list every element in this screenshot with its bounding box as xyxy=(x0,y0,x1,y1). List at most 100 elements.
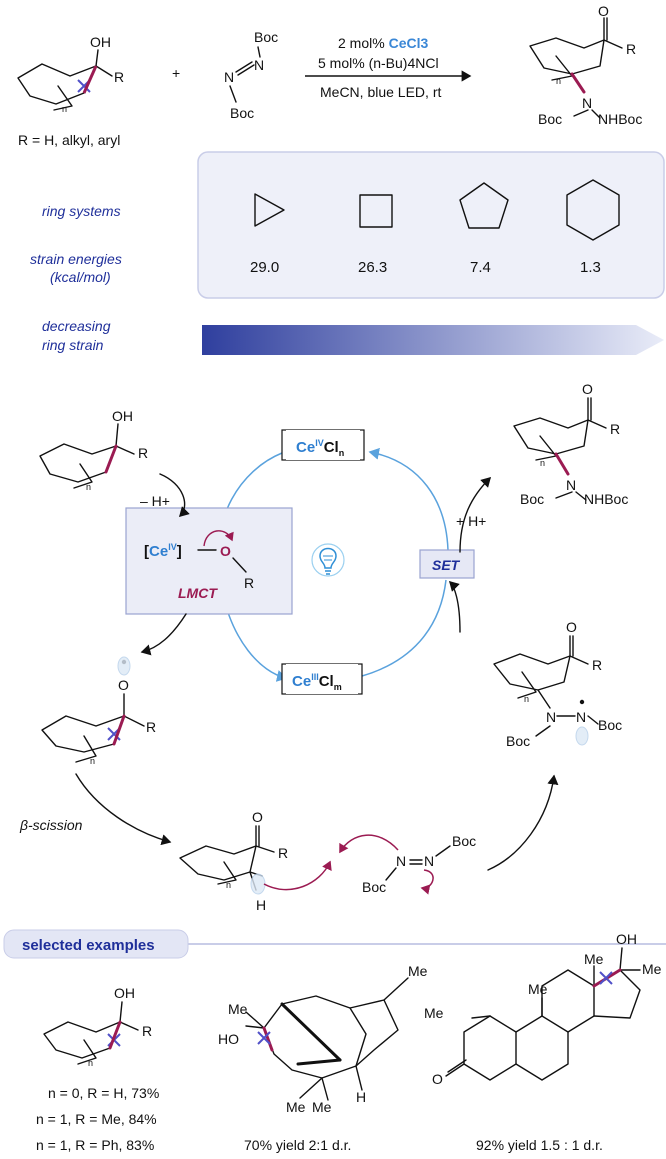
ce-iv-metal: Ce xyxy=(296,439,315,456)
n-label: n xyxy=(86,482,91,492)
me-label: Me xyxy=(528,981,548,997)
azo-reagent: Boc N N Boc xyxy=(362,833,476,895)
ce-iv-ligand: Cl xyxy=(324,439,339,456)
r-label: R xyxy=(610,421,620,437)
boc-label: Boc xyxy=(598,717,622,733)
n-label: n xyxy=(540,458,545,468)
boc-label: Boc xyxy=(520,491,544,507)
cyclopropane-icon xyxy=(254,193,285,227)
n-atom: N xyxy=(424,853,434,869)
nhboc-label: NHBoc xyxy=(598,111,642,127)
n-label: n xyxy=(90,756,95,766)
oh-label: OH xyxy=(112,408,133,424)
boc-label: Boc xyxy=(506,733,530,749)
lmct-metal: Ce xyxy=(149,543,168,560)
substrate-scope-label: R = H, alkyl, aryl xyxy=(18,132,120,148)
ce-iv-subscript: n xyxy=(339,448,345,458)
r-label: R xyxy=(138,445,148,461)
svg-text:CeIIIClm: CeIIIClm xyxy=(292,672,342,692)
strain-value-cyclopropane: 29.0 xyxy=(250,259,279,276)
set-label: SET xyxy=(432,557,461,573)
strain-value-cyclopentane: 7.4 xyxy=(470,259,491,276)
oh-label: OH xyxy=(114,985,135,1001)
n-atom: N xyxy=(254,57,264,73)
oh-label: OH xyxy=(616,931,637,947)
o-label: O xyxy=(432,1071,443,1087)
set-box xyxy=(419,549,475,579)
lmct-oxidation: IV xyxy=(168,542,177,552)
cyclohexane-icon xyxy=(566,179,620,241)
example-1-result-3: n = 1, R = Ph, 83% xyxy=(36,1137,154,1153)
ce-iv-oxidation: IV xyxy=(315,438,324,448)
o-label: O xyxy=(582,381,593,397)
plus-sign: + xyxy=(172,65,180,81)
ho-label: HO xyxy=(218,1031,239,1047)
svg-text:2 mol% CeCl3: 2 mol% CeCl3 xyxy=(338,35,428,51)
n-label: n xyxy=(556,76,561,86)
cycle-product: O R N Boc NHBoc n xyxy=(513,381,628,507)
cyclobutane-icon xyxy=(359,194,393,228)
me-label: Me xyxy=(312,1099,332,1115)
n-atom: N xyxy=(582,95,592,111)
example-1-structure: OH R n xyxy=(43,985,152,1068)
o-label: O xyxy=(252,809,263,825)
n-atom: N xyxy=(576,709,586,725)
light-bulb-icon xyxy=(311,543,345,577)
strain-value-cyclobutane: 26.3 xyxy=(358,259,387,276)
beta-scission-label: β-scission xyxy=(19,817,83,833)
o-label: O xyxy=(598,3,609,19)
h-label: H xyxy=(356,1089,366,1105)
example-2-structure: Me HO Me Me Me H xyxy=(218,963,428,1115)
r-label: R xyxy=(626,41,636,57)
r-label: R xyxy=(114,69,124,85)
minus-proton-label: – H+ xyxy=(140,493,170,509)
decreasing-strain-label: decreasing xyxy=(42,318,111,334)
strain-energy-label: strain energies xyxy=(30,251,122,267)
n-label: n xyxy=(88,1058,93,1068)
r-label: R xyxy=(146,719,156,735)
example-3-result: 92% yield 1.5 : 1 d.r. xyxy=(476,1137,603,1153)
solvent-conditions: MeCN, blue LED, rt xyxy=(320,84,441,100)
r-label: R xyxy=(278,845,288,861)
n-atom: N xyxy=(396,853,406,869)
o-label: O xyxy=(566,619,577,635)
svg-text:CeIVCln: CeIVCln xyxy=(296,438,344,458)
boc-label: Boc xyxy=(230,105,254,121)
ce-iii-metal: Ce xyxy=(292,673,311,690)
strain-energy-unit: (kcal/mol) xyxy=(50,269,111,285)
example-2-result: 70% yield 2:1 d.r. xyxy=(244,1137,351,1153)
lmct-r-label: R xyxy=(244,575,254,591)
additive-label: 5 mol% (n-Bu)4NCl xyxy=(318,55,439,71)
o-label: O xyxy=(118,677,129,693)
strain-value-cyclohexane: 1.3 xyxy=(580,259,601,276)
me-label: Me xyxy=(286,1099,306,1115)
n-atom: N xyxy=(566,477,576,493)
h-label: H xyxy=(256,897,266,913)
boc-label: Boc xyxy=(452,833,476,849)
r-label: R xyxy=(142,1023,152,1039)
alkyl-radical: O R H n xyxy=(179,809,288,913)
lmct-oxygen: O xyxy=(220,543,231,559)
n-atom: N xyxy=(224,69,234,85)
lmct-label: LMCT xyxy=(178,585,218,601)
n-label: n xyxy=(524,694,529,704)
example-1-result-2: n = 1, R = Me, 84% xyxy=(36,1111,157,1127)
me-label: Me xyxy=(408,963,428,979)
hydrazyl-radical: O R N N Boc Boc n xyxy=(493,619,622,749)
example-3-structure: Me O Me Me OH Me xyxy=(424,931,662,1087)
boc-label: Boc xyxy=(538,111,562,127)
catalyst-loading: 2 mol% xyxy=(338,35,389,51)
decreasing-strain-label-2: ring strain xyxy=(42,337,104,353)
ce-iii-ligand: Cl xyxy=(319,673,334,690)
reaction-conditions: 2 mol% CeCl3 5 mol% (n-Bu)4NCl MeCN, blu… xyxy=(305,35,472,100)
r-label: R xyxy=(592,657,602,673)
n-atom: N xyxy=(546,709,556,725)
substrate-cycloalkanol: OH R n xyxy=(17,34,124,114)
oh-label: OH xyxy=(90,34,111,50)
me-label: Me xyxy=(228,1001,248,1017)
azodicarboxylate: Boc N N Boc xyxy=(224,29,278,121)
svg-text:[CeIV]: [CeIV] xyxy=(144,542,182,560)
selected-examples-header: selected examples xyxy=(22,937,155,954)
